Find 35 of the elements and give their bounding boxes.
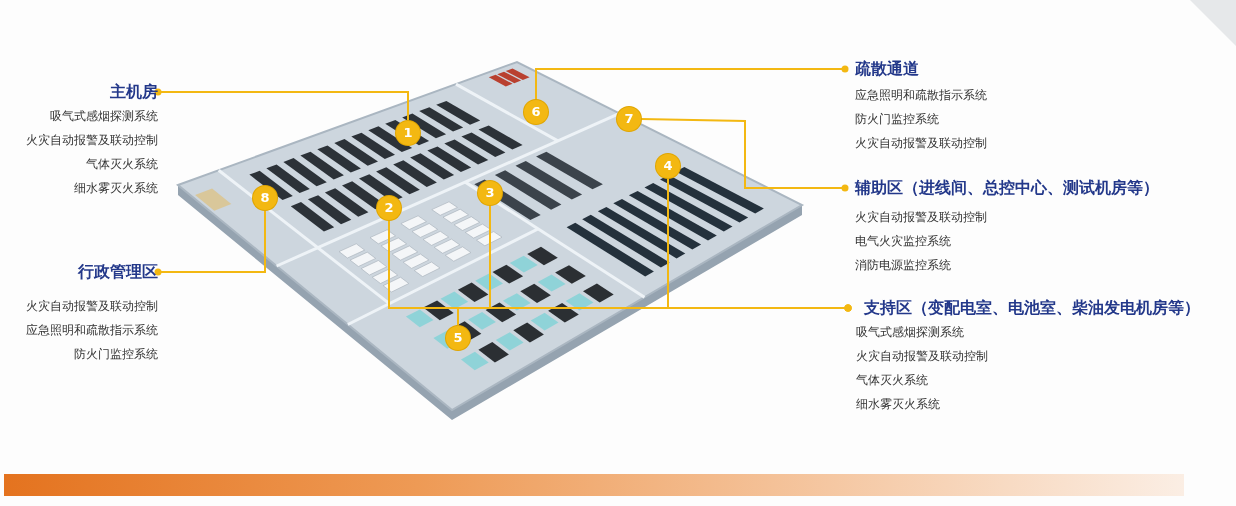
zone-heading: 支持区（变配电室、电池室、柴油发电机房等） [863,297,1201,319]
system-item: 电气火灾监控系统 [854,233,952,250]
zone-heading: 主机房 [109,81,158,103]
number-marker: 6 [524,100,548,124]
system-item: 消防电源监控系统 [854,257,952,274]
number-marker: 4 [656,154,680,178]
system-item: 气体灭火系统 [855,372,929,389]
system-item: 防火门监控系统 [73,346,158,363]
system-item: 火灾自动报警及联动控制 [854,209,988,226]
number-marker: 8 [253,186,277,210]
number-marker: 5 [446,326,470,350]
system-item: 火灾自动报警及联动控制 [25,298,158,315]
leader-line [535,65,849,101]
system-item: 火灾自动报警及联动控制 [855,348,989,365]
leader-line [154,88,409,122]
zone-heading: 辅助区（进线间、总控中心、测试机房等） [853,177,1160,199]
leader-line [154,209,266,276]
zone-heading: 疏散通道 [854,58,920,80]
system-item: 火灾自动报警及联动控制 [25,132,158,149]
system-item: 吸气式感烟探测系统 [855,324,965,341]
leader-line [457,304,852,327]
system-item: 火灾自动报警及联动控制 [854,135,988,152]
number-marker: 1 [396,121,420,145]
number-marker: 3 [478,181,502,205]
system-item: 细水雾灭火系统 [855,396,941,413]
number-marker: 2 [377,196,401,220]
leader-line [640,118,849,192]
zone-heading: 行政管理区 [77,261,158,283]
system-item: 应急照明和疏散指示系统 [854,87,988,104]
system-item: 细水雾灭火系统 [73,180,158,197]
number-marker: 7 [617,107,641,131]
system-item: 应急照明和疏散指示系统 [25,322,158,339]
system-item: 气体灭火系统 [85,156,158,173]
system-item: 吸气式感烟探测系统 [49,108,158,125]
system-item: 防火门监控系统 [854,111,940,128]
